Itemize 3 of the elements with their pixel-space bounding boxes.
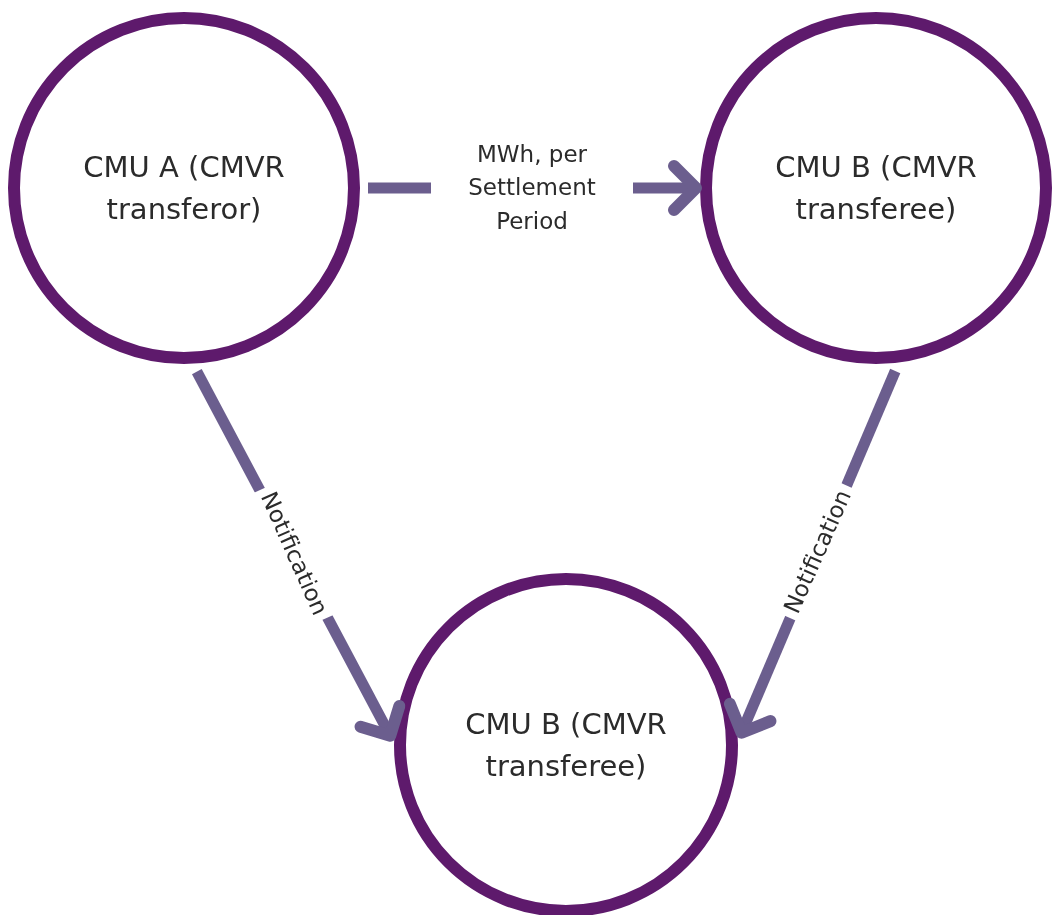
node-label: CMU A (CMVR transferor) (82, 148, 286, 228)
node-label: CMU B (CMVR transferee) (774, 148, 978, 228)
node-label: CMU B (CMVR transferee) (464, 705, 668, 785)
